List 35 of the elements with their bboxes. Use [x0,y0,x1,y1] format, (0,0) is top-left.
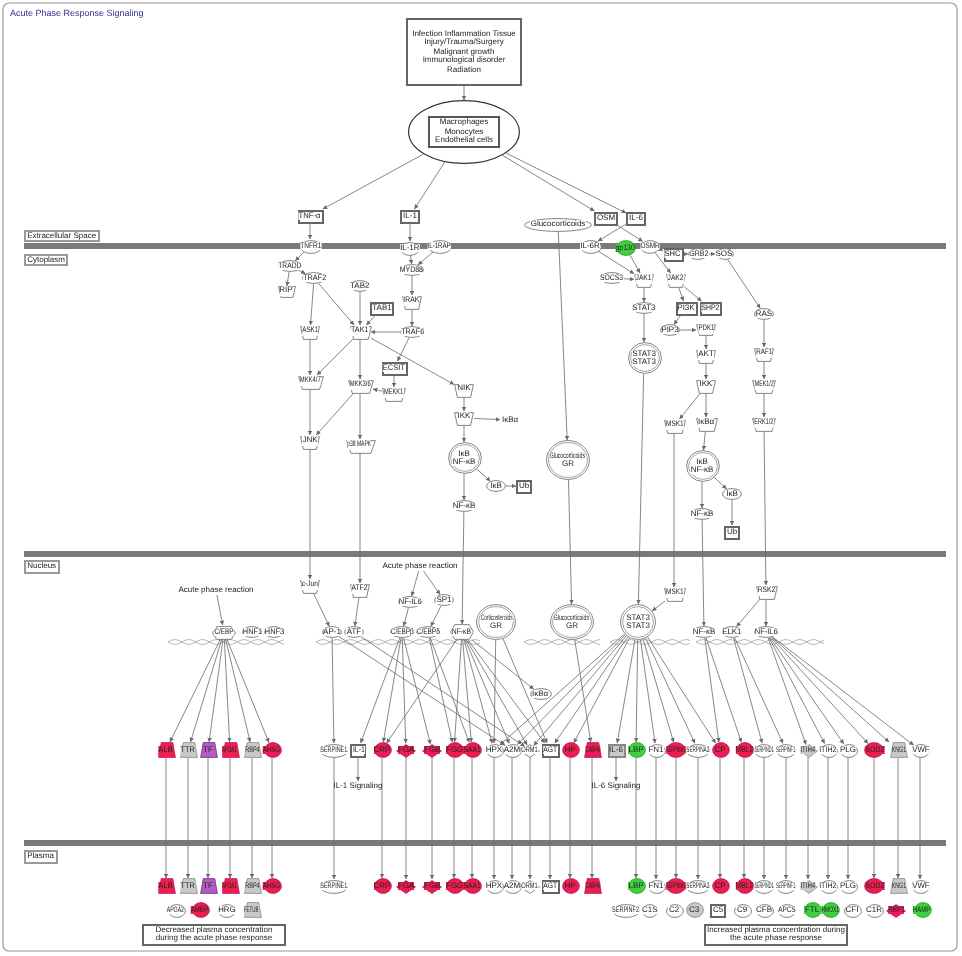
complex-circle [476,604,516,640]
complex-circle [685,450,719,482]
protein-trapezoid [199,742,217,758]
arrow [658,246,664,252]
complex-circle [546,440,590,480]
complex-circle [550,604,594,640]
protein-oval [524,217,592,231]
arrow [408,254,414,265]
protein-trapezoid [243,742,261,758]
protein-trapezoid [157,742,175,758]
arrow [707,251,716,257]
cell-type-ellipse [408,100,520,164]
protein-trapezoid [243,902,261,918]
complex-circle [620,604,656,640]
protein-trapezoid [583,878,601,894]
protein-oval [722,488,742,500]
protein-trapezoid [179,742,197,758]
protein-trapezoid [583,742,601,758]
protein-trapezoid [179,878,197,894]
protein-trapezoid [221,878,239,894]
protein-oval [486,480,506,492]
complex-circle [447,442,481,474]
stimulus-box [406,18,522,86]
arrow [298,269,306,275]
arrow [682,251,689,257]
arrow [372,387,383,393]
protein-trapezoid [199,878,217,894]
protein-trapezoid [243,878,261,894]
complex-circle [627,342,661,374]
protein-trapezoid [889,878,907,894]
protein-trapezoid [157,878,175,894]
protein-trapezoid [221,742,239,758]
arrow [294,251,305,262]
protein-trapezoid [889,742,907,758]
arrow [673,314,682,325]
